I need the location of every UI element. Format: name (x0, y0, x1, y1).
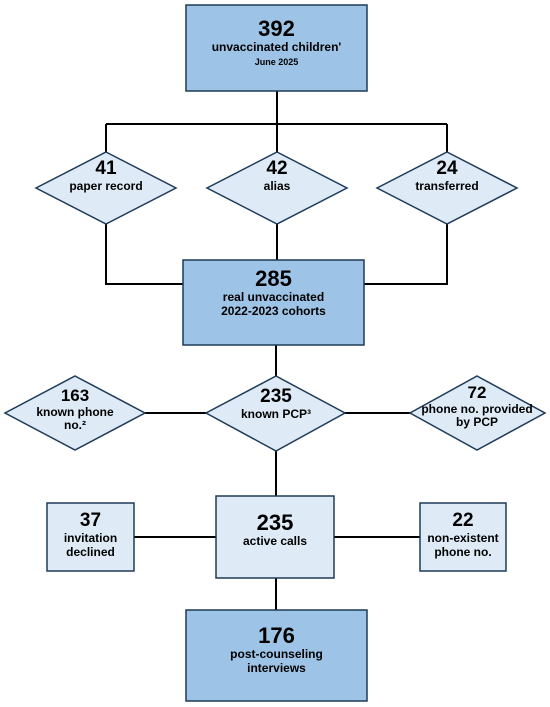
active-label: active calls (242, 534, 308, 549)
unvaccinated-count: 392 (258, 16, 295, 41)
node-paper-record: 41 paper record (46, 158, 166, 194)
diamond-transferred (375, 151, 519, 225)
nonexistent-line2: phone no. (434, 544, 492, 559)
known-phone-count: 163 (60, 386, 90, 405)
paper-record-count: 41 (95, 158, 117, 179)
final-line2: interviews (247, 661, 306, 676)
pcp-phone-count: 72 (467, 383, 487, 402)
cohort-line2: 2022-2023 cohorts (221, 304, 326, 319)
node-post-counseling: 176 post-counseling interviews (186, 623, 367, 676)
node-transferred: 24 transferred (387, 158, 507, 194)
nonexistent-count: 22 (452, 510, 474, 531)
unvaccinated-date: June 2025 (254, 57, 299, 68)
connector-lines (105, 91, 448, 610)
box-post-counseling (185, 609, 368, 702)
diamond-alias (205, 151, 349, 225)
box-real-cohorts (182, 259, 365, 346)
active-count: 235 (256, 510, 294, 535)
node-known-phone: 163 known phone no.² (15, 386, 135, 433)
box-active-calls (215, 495, 335, 579)
transferred-label: transferred (415, 178, 479, 193)
nonexistent-line1: non-existent (427, 530, 499, 545)
node-non-existent-phone: 22 non-existent phone no. (420, 510, 506, 559)
node-invitation-declined: 37 invitation declined (47, 510, 134, 559)
node-unvaccinated-children: 392 unvaccinated children' June 2025 (186, 16, 367, 67)
alias-count: 42 (266, 158, 288, 179)
alias-label: alias (263, 178, 291, 193)
node-real-cohorts: 285 real unvaccinated 2022-2023 cohorts (183, 266, 364, 319)
connector-right-join (364, 224, 448, 285)
node-alias: 42 alias (217, 158, 337, 194)
box-invitation-declined (46, 502, 135, 572)
cohort-count: 285 (255, 266, 292, 291)
final-line1: post-counseling (230, 647, 323, 662)
box-unvaccinated-children (185, 4, 368, 92)
paper-record-label: paper record (69, 178, 143, 193)
node-active-calls: 235 active calls (216, 510, 334, 549)
diamond-known-pcp (204, 375, 347, 452)
known-pcp-count: 235 (260, 386, 292, 407)
node-known-pcp: 235 known PCP³ (216, 386, 336, 422)
box-non-existent-phone (419, 502, 507, 572)
known-pcp-label: known PCP³ (240, 406, 311, 421)
diamond-pcp-phone (408, 375, 547, 451)
final-count: 176 (258, 623, 295, 648)
pcp-phone-line1: phone no. provided (421, 401, 533, 416)
unvaccinated-label: unvaccinated children' (211, 40, 342, 55)
diamond-paper-record (34, 151, 178, 225)
cohort-line1: real unvaccinated (222, 290, 325, 305)
known-phone-line2: no.² (64, 418, 86, 433)
diamond-known-phone (3, 375, 147, 451)
pcp-phone-line2: by PCP (455, 415, 498, 430)
declined-line2: declined (66, 544, 115, 559)
declined-line1: invitation (63, 530, 118, 545)
node-pcp-phone: 72 phone no. provided by PCP (412, 383, 542, 430)
connector-left-join (105, 224, 183, 285)
transferred-count: 24 (436, 158, 458, 179)
declined-count: 37 (79, 510, 102, 531)
known-phone-line1: known phone (36, 404, 114, 419)
